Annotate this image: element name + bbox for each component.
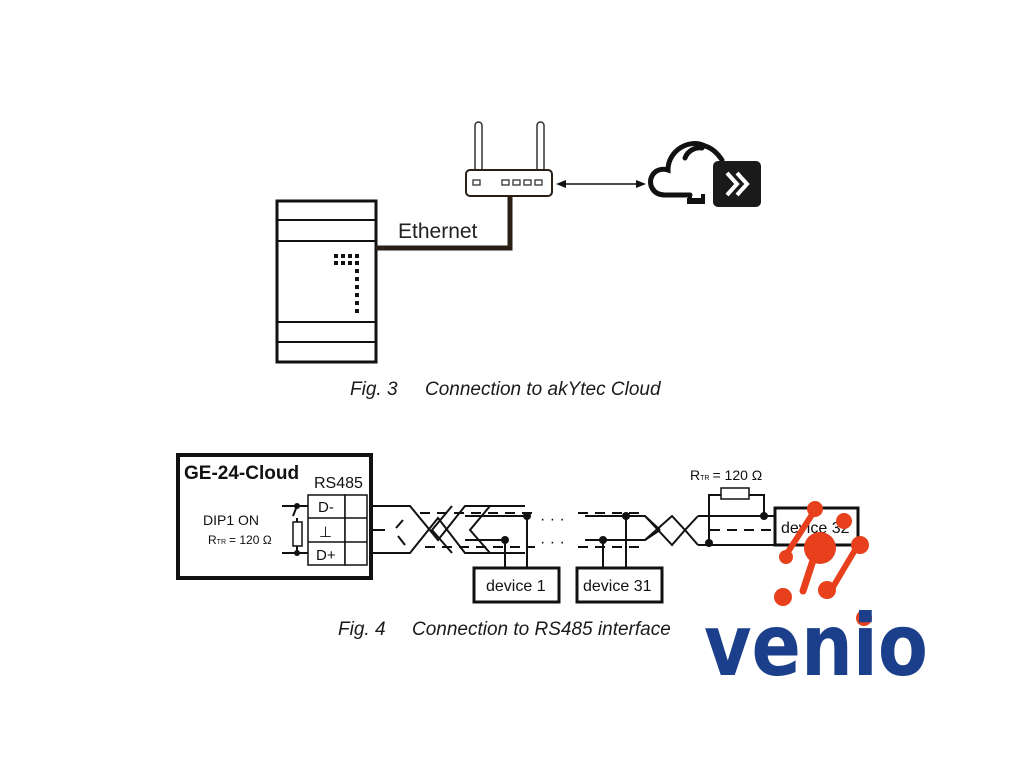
terminal-d-minus: D- (318, 499, 334, 516)
led-indicator-grid (334, 254, 359, 313)
venio-molecule-icon (774, 501, 872, 626)
device-title: GE-24-Cloud (184, 463, 299, 484)
rs485-bus: · · · · · · (369, 470, 775, 580)
termination-label: RTR= 120 Ω (208, 533, 272, 547)
terminal-ground: ⊥ (319, 524, 332, 541)
cloud-icon (648, 141, 725, 204)
ethernet-label: Ethernet (398, 220, 478, 243)
bus-ellipsis-bottom: · · · (540, 534, 565, 551)
dip-switch-icon (292, 505, 298, 517)
router-icon (465, 121, 553, 197)
figure-3-number: Fig. 3 (350, 379, 398, 400)
akytec-logo-icon (713, 161, 761, 207)
venio-logo: venio (704, 501, 928, 696)
remote-termination-resistor: RTR= 120 Ω (690, 467, 765, 543)
bus-ellipsis-top: · · · (540, 511, 565, 528)
dip-label: DIP1 ON (203, 512, 259, 528)
figure-4-caption: Connection to RS485 interface (412, 619, 671, 640)
rs485-label: RS485 (314, 475, 363, 492)
internal-termination-resistor (282, 503, 308, 556)
bidirectional-arrow-icon (556, 180, 646, 188)
device-31-label: device 31 (583, 578, 652, 595)
figure-3-caption: Connection to akYtec Cloud (425, 379, 662, 400)
figure-4: GE-24-Cloud RS485 DIP1 ON RTR= 120 Ω D- … (176, 453, 860, 640)
device-1-box: device 1 (472, 566, 561, 604)
terminal-d-plus: D+ (316, 547, 336, 564)
device-1-label: device 1 (486, 578, 546, 595)
remote-termination-label: RTR= 120 Ω (690, 467, 762, 483)
device-31-box: device 31 (575, 566, 664, 604)
venio-wordmark: venio (704, 596, 928, 696)
figure-4-number: Fig. 4 (338, 619, 386, 640)
figure-3: Ethernet (275, 121, 761, 400)
venio-i-dot (856, 610, 872, 626)
controller-device-icon (275, 199, 378, 364)
terminal-block: D- ⊥ D+ (307, 494, 368, 566)
ethernet-cable (376, 196, 513, 251)
